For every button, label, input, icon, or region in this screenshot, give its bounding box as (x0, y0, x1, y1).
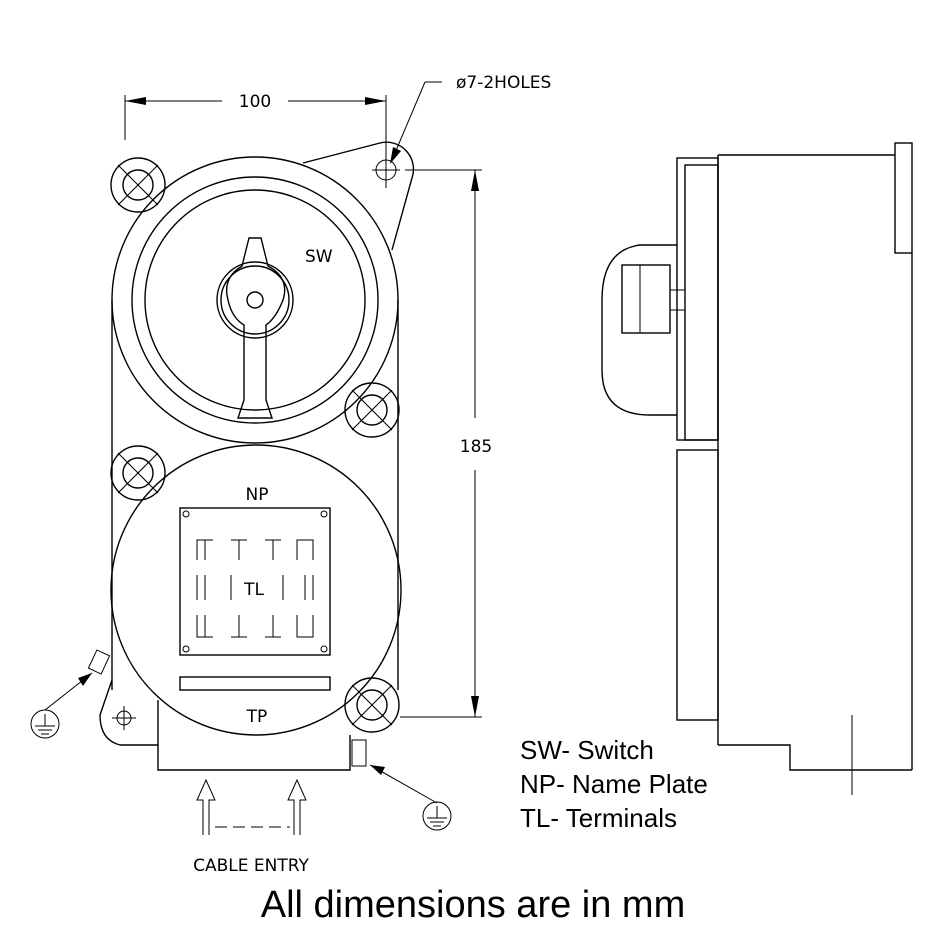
cable-entry-label: CABLE ENTRY (193, 856, 309, 876)
side-view (601, 142, 913, 795)
front-view: SW NP TL TP (87, 141, 415, 771)
mounting-boss (344, 382, 400, 438)
legend: SW- Switch NP- Name Plate TL- Terminals (520, 735, 708, 833)
switch-label: SW (305, 247, 333, 267)
nameplate-label: NP (246, 485, 269, 505)
width-dimension: 100 (124, 92, 387, 180)
hole-note-label: ø7-2HOLES (456, 73, 551, 93)
name-plate (179, 507, 331, 656)
ground-symbol (30, 672, 93, 739)
units-note: All dimensions are in mm (261, 884, 685, 926)
width-dimension-label: 100 (239, 92, 271, 112)
legend-item: TL- Terminals (520, 803, 677, 833)
legend-item: SW- Switch (520, 735, 654, 765)
terminals-label: TL (243, 580, 264, 600)
height-dimension: 185 (400, 169, 492, 718)
cable-entry-arrows (196, 778, 307, 835)
terminal-plate (179, 676, 331, 691)
hole-note: ø7-2HOLES (390, 73, 551, 164)
legend-item: NP- Name Plate (520, 769, 708, 799)
tp-label: TP (246, 707, 268, 727)
height-dimension-label: 185 (460, 437, 492, 457)
mounting-boss (110, 445, 166, 501)
switch-handle (216, 237, 294, 419)
mounting-boss (110, 157, 166, 213)
ground-symbol (369, 764, 452, 831)
mounting-boss (344, 677, 400, 733)
